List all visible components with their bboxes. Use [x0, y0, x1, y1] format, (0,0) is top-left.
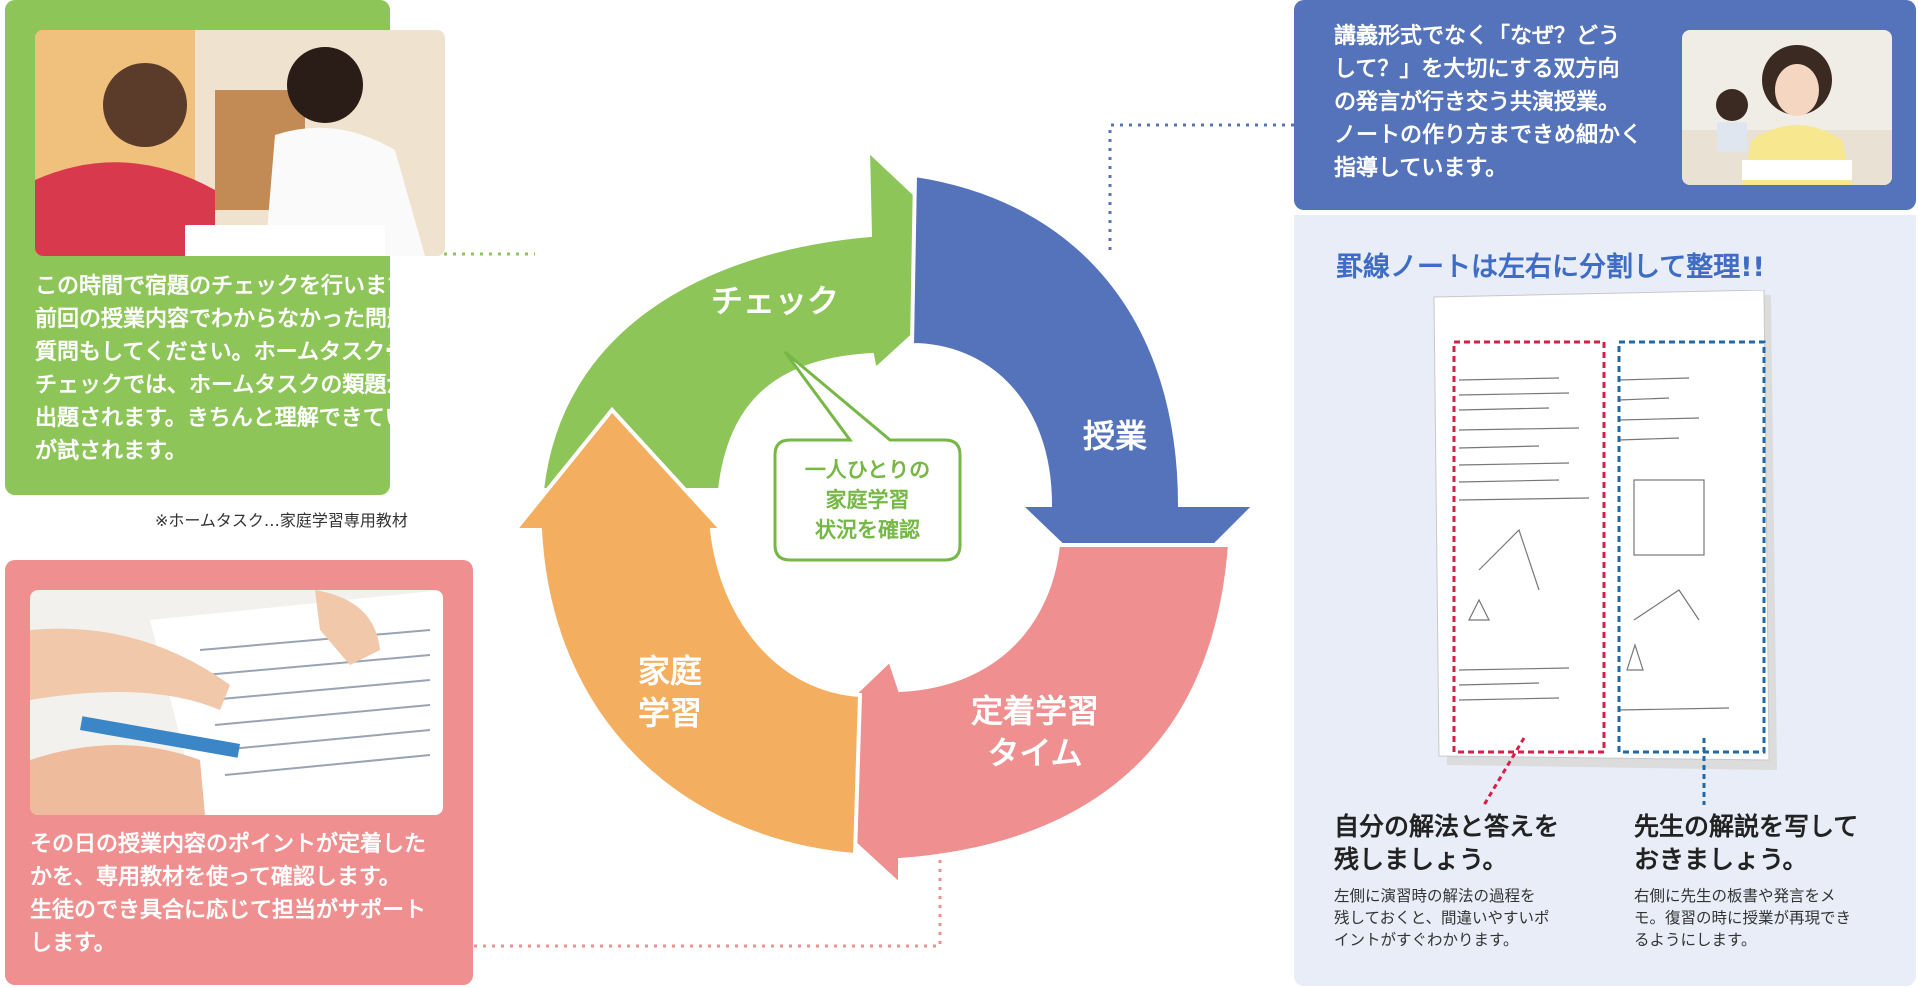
- fixation-label: 定着学習 タイム: [970, 692, 1099, 772]
- right-column-frame: [1617, 340, 1766, 754]
- center-bubble-text: 一人ひとりの 家庭学習 状況を確認: [804, 458, 931, 542]
- left-column-frame: [1452, 340, 1606, 754]
- students-in-class-image: [1682, 30, 1892, 185]
- check-footnote: ※ホームタスク…家庭学習専用教材: [155, 511, 408, 530]
- lesson-card: 講義形式でなく「なぜ？どう して？」を大切にする双方向 の発言が行き交う共演授業…: [1294, 0, 1916, 210]
- check-card: この時間で宿題のチェックを行います。 前回の授業内容でわからなかった問題の 質問…: [5, 0, 451, 495]
- note-panel-title: 罫線ノートは左右に分割して整理!!: [1336, 252, 1765, 283]
- ruled-notebook-image: [1433, 290, 1777, 770]
- check-arrow: [539, 145, 993, 492]
- right-caption-heading: 先生の解説を写して おきましょう。: [1634, 812, 1859, 874]
- left-caption-heading: 自分の解法と答えを 残しましょう。: [1334, 812, 1560, 874]
- center-bubble-shape: [773, 350, 962, 562]
- right-caption-body: 右側に先生の板書や発言をメ モ。復習の時に授業が再現でき るようにします。: [1634, 887, 1852, 949]
- teacher-checking-homework-image: [35, 30, 445, 256]
- check-label: チェック: [710, 282, 839, 320]
- lesson-label: 授業: [1082, 417, 1147, 455]
- lesson-arrow: [909, 172, 1260, 623]
- connector-fixation: [390, 860, 942, 948]
- student-worksheet-image: [30, 590, 443, 815]
- caption-pointers: [1482, 737, 1706, 806]
- fixation-card: その日の授業内容のポイントが定着した かを、専用教材を使って確認します。 生徒の…: [5, 560, 473, 985]
- note-panel: 罫線ノートは左右に分割して整理!! 自分の解法と答えを 残しましょう。 左側に演…: [1294, 215, 1916, 986]
- lesson-card-text: 講義形式でなく「なぜ？どう して？」を大切にする双方向 の発言が行き交う共演授業…: [1334, 24, 1643, 181]
- home-arrow: [510, 406, 863, 858]
- check-photo: [35, 30, 445, 256]
- check-card-text: この時間で宿題のチェックを行います。 前回の授業内容でわからなかった問題の 質問…: [35, 274, 451, 464]
- home-label: 家庭 学習: [637, 652, 702, 732]
- lesson-photo: [1682, 30, 1892, 185]
- fixation-photo: [30, 590, 443, 815]
- fixation-arrow: [772, 543, 1233, 890]
- left-caption-body: 左側に演習時の解法の過程を 残しておくと、間違いやすいポ イントがすぐわかります…: [1334, 887, 1550, 949]
- fixation-card-text: その日の授業内容のポイントが定着した かを、専用教材を使って確認します。 生徒の…: [30, 832, 427, 956]
